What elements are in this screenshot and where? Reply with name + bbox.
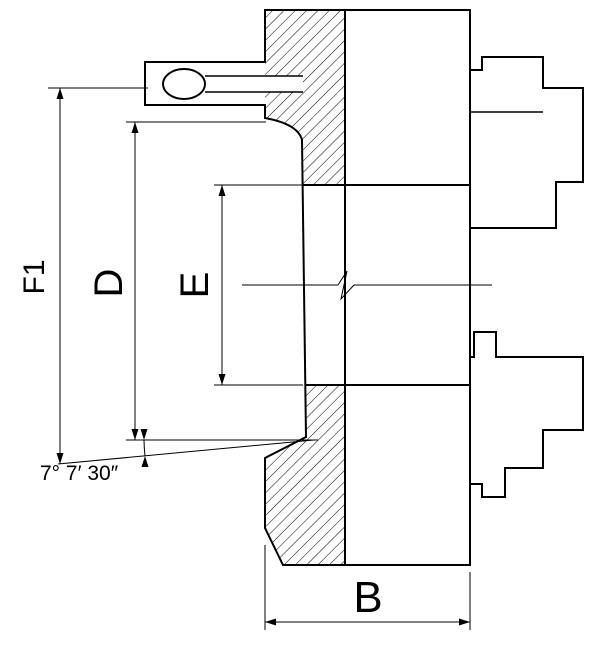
dim-b-label: B <box>353 573 382 622</box>
arrowhead-d-bottom <box>131 429 139 440</box>
pinion-bore-gap <box>263 76 303 92</box>
break-symbol <box>337 270 355 301</box>
dim-e-label: E <box>173 272 217 299</box>
flange-outline <box>144 9 345 566</box>
arrowhead-d-top <box>131 122 139 133</box>
top-jaw <box>469 56 584 229</box>
taper-angle-arrow-lower <box>141 456 149 467</box>
arrowhead-e-bottom <box>218 374 226 385</box>
taper-extension-line <box>57 439 315 465</box>
taper-angle-arrow-upper <box>140 429 148 440</box>
flange-hatch-lower <box>265 385 345 565</box>
dim-d-label: D <box>87 269 131 298</box>
bottom-jaw <box>469 331 584 498</box>
arrowhead-e-top <box>218 185 226 196</box>
taper-angle-arc <box>143 439 146 457</box>
arrowhead-b-right <box>459 618 470 626</box>
dim-f1-label: F1 <box>18 259 51 294</box>
arrowhead-f1-bottom <box>56 453 64 464</box>
arrowhead-b-left <box>265 618 276 626</box>
arrowhead-f1-top <box>56 88 64 99</box>
taper-angle-label: 7° 7′ 30″ <box>40 462 119 485</box>
flange-hatch-upper <box>265 10 345 185</box>
chuck-body-outline <box>344 9 471 566</box>
pinion-socket-ellipse <box>162 68 206 100</box>
